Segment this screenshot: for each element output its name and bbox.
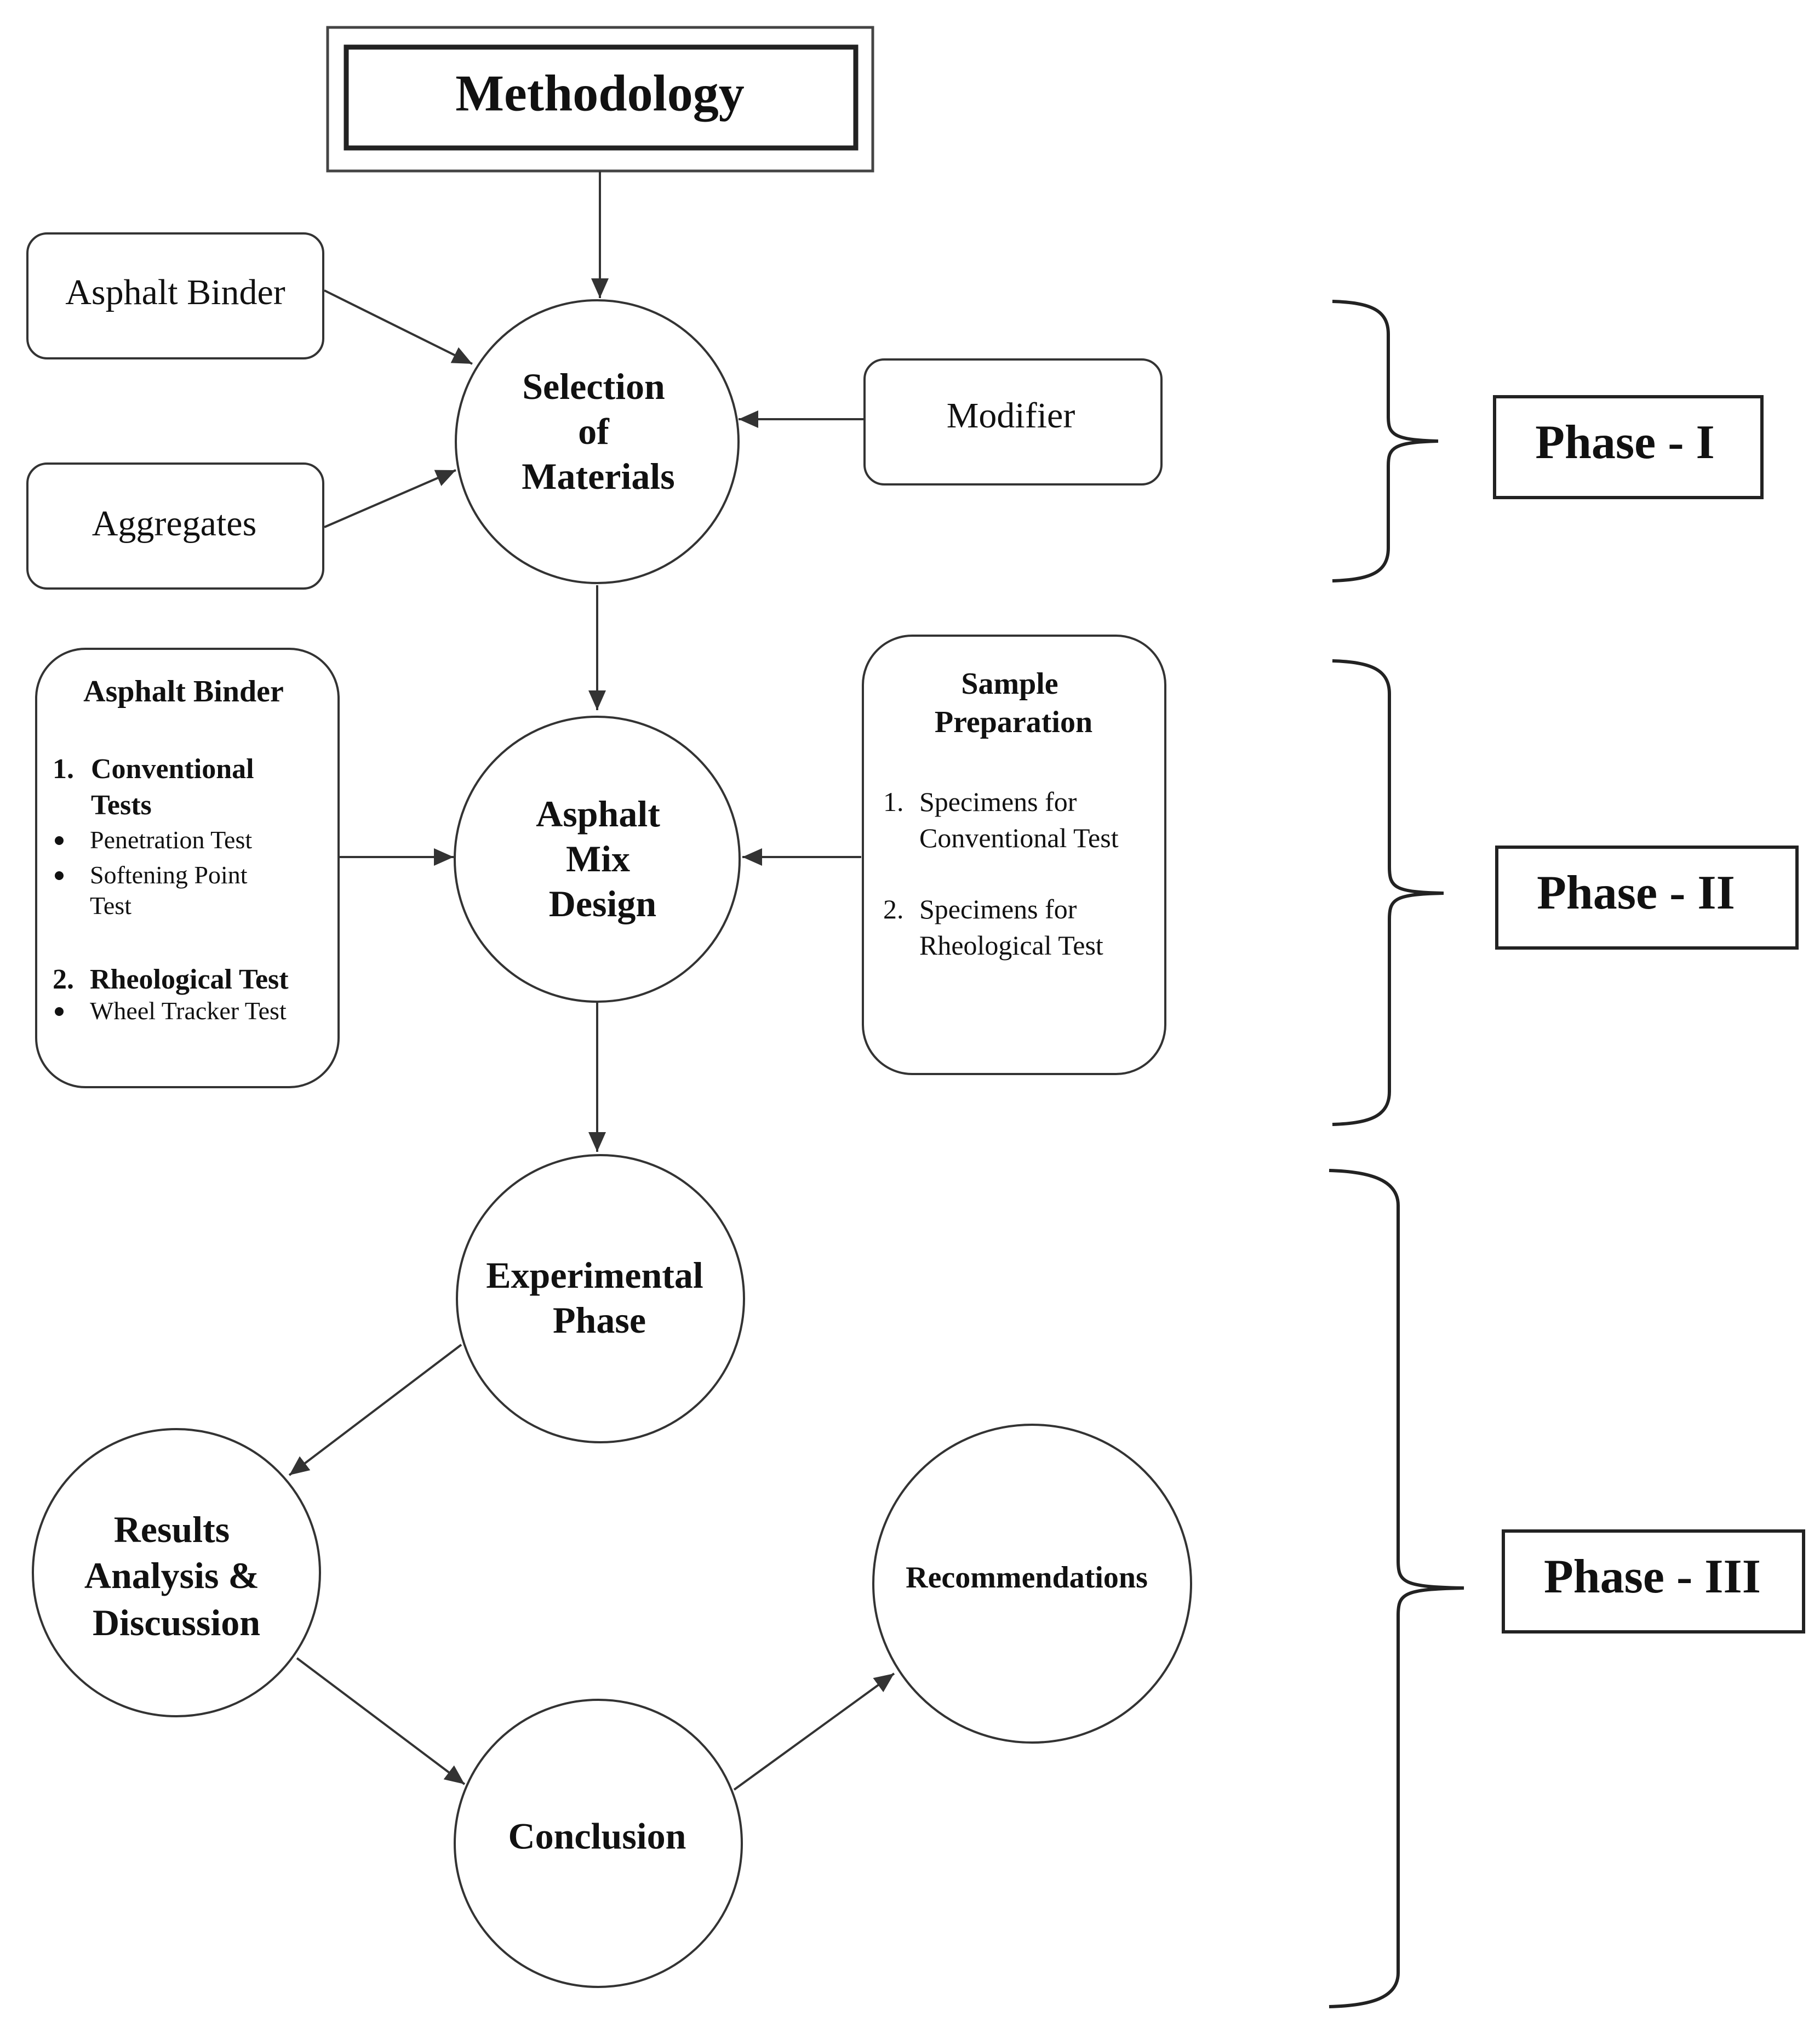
phase-3-brace: [1329, 1169, 1464, 2008]
binder-tests-heading: Asphalt Binder: [83, 675, 284, 709]
svg-text:Selection of Mater: Selection of Materials: [522, 365, 674, 497]
results-line-2: Analysis &: [84, 1555, 259, 1596]
selection-line-2: of: [578, 410, 610, 452]
modifier-box: Modifier: [863, 358, 1163, 486]
mix-design-line-1: Asphalt: [536, 793, 660, 835]
sample-item1-line-2: Conventional Test: [919, 823, 1119, 853]
svg-text:Experimental Phase: Experimental Phase: [486, 1254, 713, 1341]
recommendations-label: Recommendations: [906, 1561, 1148, 1595]
arrow-binder-to-selection: [324, 289, 473, 365]
phase-3-box: Phase - III: [1502, 1529, 1805, 1634]
aggregates-label: Aggregates: [92, 504, 257, 544]
mix-design-line-3: Design: [549, 883, 656, 924]
arrow-aggregates-to-selection: [324, 469, 456, 528]
experimental-phase-node: Experimental Phase: [456, 1154, 745, 1443]
svg-text:Specimens for Rheologica: Specimens for Rheological Test: [919, 894, 1103, 961]
phase-1-box: Phase - I: [1493, 395, 1764, 499]
sample-item1-line-1: Specimens for: [919, 786, 1077, 817]
selection-line-3: Materials: [522, 455, 674, 497]
sample-item1-number: 1.: [883, 786, 904, 817]
sample-heading-line-1: Sample: [961, 667, 1058, 701]
asphalt-binder-box: Asphalt Binder: [26, 232, 324, 359]
methodology-title-box: Methodology: [326, 26, 874, 173]
bullet-1: [55, 836, 64, 845]
results-line-1: Results: [114, 1509, 230, 1550]
bullet-2: [55, 871, 64, 880]
aggregates-box: Aggregates: [26, 462, 324, 590]
bullet-3: [55, 1007, 64, 1016]
phase-1-label: Phase - I: [1535, 416, 1715, 469]
sample-item2-number: 2.: [883, 894, 904, 924]
results-line-3: Discussion: [93, 1602, 260, 1643]
binder-item1-number: 1.: [53, 753, 74, 785]
sample-heading-line-2: Preparation: [935, 705, 1092, 739]
binder-tests-box: Asphalt Binder 1. Conventional Tests Pen…: [35, 648, 340, 1088]
selection-line-1: Selection: [522, 365, 665, 407]
phase-2-box: Phase - II: [1495, 846, 1799, 950]
experimental-line-1: Experimental: [486, 1254, 703, 1296]
svg-text:Asphalt Mix Design: Asphalt Mix Design: [536, 793, 669, 924]
binder-bullet-3: Wheel Tracker Test: [90, 997, 287, 1025]
conclusion-label: Conclusion: [508, 1815, 686, 1857]
phase-1-brace: [1332, 300, 1439, 582]
svg-text:Sample Preparation: Sample Preparation: [935, 667, 1092, 739]
recommendations-node: Recommendations: [872, 1424, 1192, 1744]
sample-item2-line-1: Specimens for: [919, 894, 1077, 924]
sample-item2-line-2: Rheological Test: [919, 930, 1103, 961]
sample-preparation-box: Sample Preparation 1. Specimens for Conv…: [862, 635, 1166, 1075]
binder-item2-label: Rheological Test: [90, 964, 289, 995]
binder-item2-number: 2.: [53, 964, 74, 995]
methodology-title: Methodology: [455, 65, 744, 122]
connector-arrows: [288, 171, 895, 1791]
mix-design-line-2: Mix: [566, 838, 630, 879]
binder-bullet-1: Penetration Test: [90, 826, 252, 854]
phase-2-brace: [1332, 659, 1444, 1126]
arrow-results-to-conclusion: [296, 1657, 466, 1785]
arrow-conclusion-to-recommendations: [733, 1672, 895, 1791]
arrow-experimental-to-results: [288, 1344, 462, 1476]
modifier-label: Modifier: [947, 396, 1075, 436]
phase-3-label: Phase - III: [1544, 1550, 1761, 1603]
phase-2-label: Phase - II: [1537, 866, 1735, 919]
selection-of-materials-node: Selection of Materials: [455, 299, 740, 584]
experimental-line-2: Phase: [553, 1299, 646, 1341]
svg-text:Specimens for Convention: Specimens for Conventional Test: [919, 786, 1119, 853]
svg-text:Results Analysis &: Results Analysis & Discussion: [84, 1509, 268, 1643]
results-analysis-node: Results Analysis & Discussion: [32, 1428, 321, 1717]
asphalt-binder-label: Asphalt Binder: [65, 272, 285, 312]
binder-item1-line-2: Tests: [91, 790, 152, 821]
asphalt-mix-design-node: Asphalt Mix Design: [454, 716, 741, 1003]
svg-text:Softening Point Test: Softening Point Test: [90, 861, 254, 919]
binder-item1-line-1: Conventional: [91, 753, 254, 785]
binder-bullet-2-line-1: Softening Point: [90, 861, 248, 889]
svg-text:Conventional Tests: Conventional Tests: [91, 753, 261, 821]
binder-bullet-2-line-2: Test: [90, 892, 131, 919]
conclusion-node: Conclusion: [454, 1699, 743, 1988]
